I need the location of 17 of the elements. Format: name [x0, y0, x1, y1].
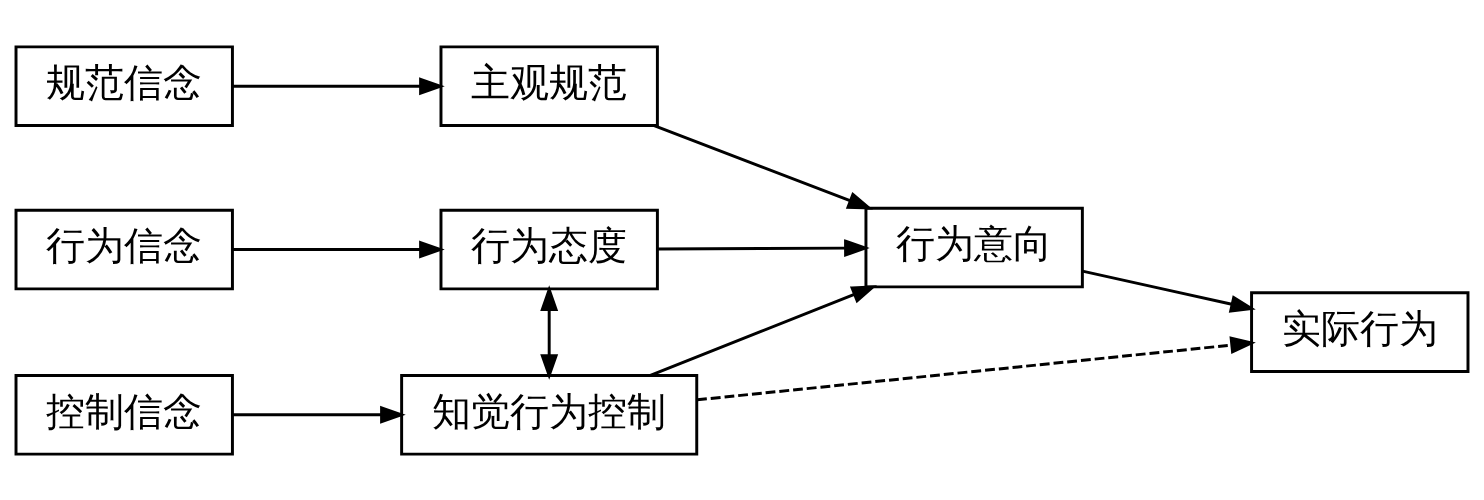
node-box: 实际行为: [1250, 290, 1470, 373]
node-box: 行为信念: [14, 208, 234, 290]
arrow: [657, 238, 870, 257]
node-box: 主观规范: [439, 44, 659, 127]
arrow: [649, 284, 878, 377]
node-box: 行为意向: [864, 206, 1084, 288]
arrow: [1082, 269, 1256, 313]
arrow: [540, 284, 559, 380]
arrow: [232, 405, 406, 424]
node-box: 控制信念: [14, 373, 234, 456]
arrow: [697, 335, 1256, 401]
node-box: 规范信念: [14, 44, 234, 127]
node-box: 行为态度: [439, 208, 659, 290]
arrow: [232, 240, 445, 258]
arrow: [232, 76, 445, 95]
arrow: [653, 123, 873, 209]
node-box: 知觉行为控制: [400, 373, 699, 456]
